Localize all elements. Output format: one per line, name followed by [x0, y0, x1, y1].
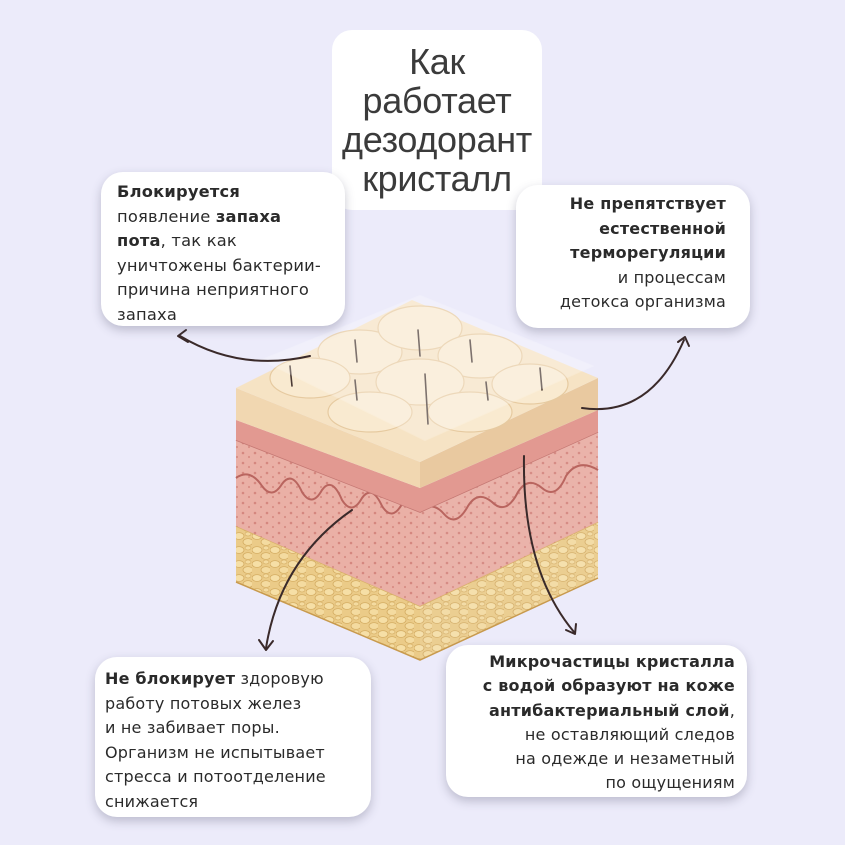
- arrow-to-bottom-left-head: [258, 639, 274, 651]
- title-line: дезодорант: [341, 119, 532, 160]
- page-title: Как работает дезодорант кристалл: [342, 42, 532, 198]
- card-text: Блокируется появление запаха пота, так к…: [117, 180, 345, 327]
- info-card-sweat-glands: Не блокирует здоровую работу потовых жел…: [95, 657, 371, 817]
- card-text-line: и не забивает поры.: [105, 718, 280, 737]
- info-card-antibacterial-layer: Микрочастицы кристалла с водой образуют …: [446, 645, 747, 797]
- epidermis-layer: [236, 294, 598, 488]
- card-text-bold: запаха: [215, 206, 282, 226]
- card-text-line: , так как: [160, 231, 237, 250]
- arrow-to-bottom-right-head: [565, 623, 577, 635]
- card-text-bold: Микрочастицы кристалла: [489, 652, 735, 671]
- card-text-line: причина неприятного: [117, 280, 309, 299]
- card-text-line: работу потовых желез: [105, 693, 302, 713]
- card-text: Микрочастицы кристалла с водой образуют …: [446, 650, 735, 796]
- card-text-bold: Блокируется: [117, 182, 241, 201]
- card-text-bold: Не блокирует: [105, 669, 236, 688]
- card-text-bold: терморегуляции: [570, 243, 726, 262]
- card-text-line: стресса и потоотделение: [105, 767, 326, 786]
- card-text-line: появление: [117, 206, 216, 226]
- card-text-line: здоровую: [235, 669, 324, 688]
- card-text-line: ,: [729, 700, 735, 720]
- card-text-line: не оставляющий следов: [524, 724, 735, 744]
- card-text: Не препятствует естественной терморегуля…: [516, 192, 726, 315]
- card-text-line: детокса организма: [559, 292, 726, 311]
- arrow-to-bottom-right: [522, 455, 575, 633]
- arrow-to-top-right-head: [677, 336, 690, 347]
- arrow-to-bottom-left: [265, 509, 353, 649]
- card-text-line: уничтожены бактерии-: [117, 255, 322, 275]
- arrow-to-top-right: [581, 339, 685, 411]
- card-text-bold: естественной: [599, 218, 726, 238]
- card-text-line: на одежде и незаметный: [515, 749, 735, 769]
- card-text-line: запаха: [117, 304, 178, 324]
- card-text-line: Организм не испытывает: [105, 742, 325, 762]
- title-line: Как: [409, 41, 465, 82]
- title-card: Как работает дезодорант кристалл: [332, 30, 542, 210]
- card-text-bold: Не препятствует: [569, 194, 726, 213]
- arrow-to-top-left: [179, 335, 311, 362]
- card-text-line: по ощущениям: [605, 773, 735, 793]
- arrow-to-top-left-head: [177, 329, 189, 343]
- fat-layer: [235, 521, 599, 661]
- card-text-line: снижается: [105, 791, 199, 811]
- card-text-bold: антибактериальный слой: [489, 700, 730, 720]
- title-line: работает: [362, 80, 512, 121]
- arrows: [177, 329, 690, 651]
- card-text-bold: с водой образуют на коже: [482, 676, 735, 696]
- card-text-line: и процессам: [617, 267, 726, 287]
- info-card-thermoregulation: Не препятствует естественной терморегуля…: [516, 185, 750, 328]
- card-text-bold: пота: [117, 231, 161, 250]
- dermis-layer: [235, 410, 599, 606]
- title-line: кристалл: [362, 158, 512, 199]
- info-card-odor-blocking: Блокируется появление запаха пота, так к…: [101, 172, 345, 326]
- card-text: Не блокирует здоровую работу потовых жел…: [105, 667, 371, 814]
